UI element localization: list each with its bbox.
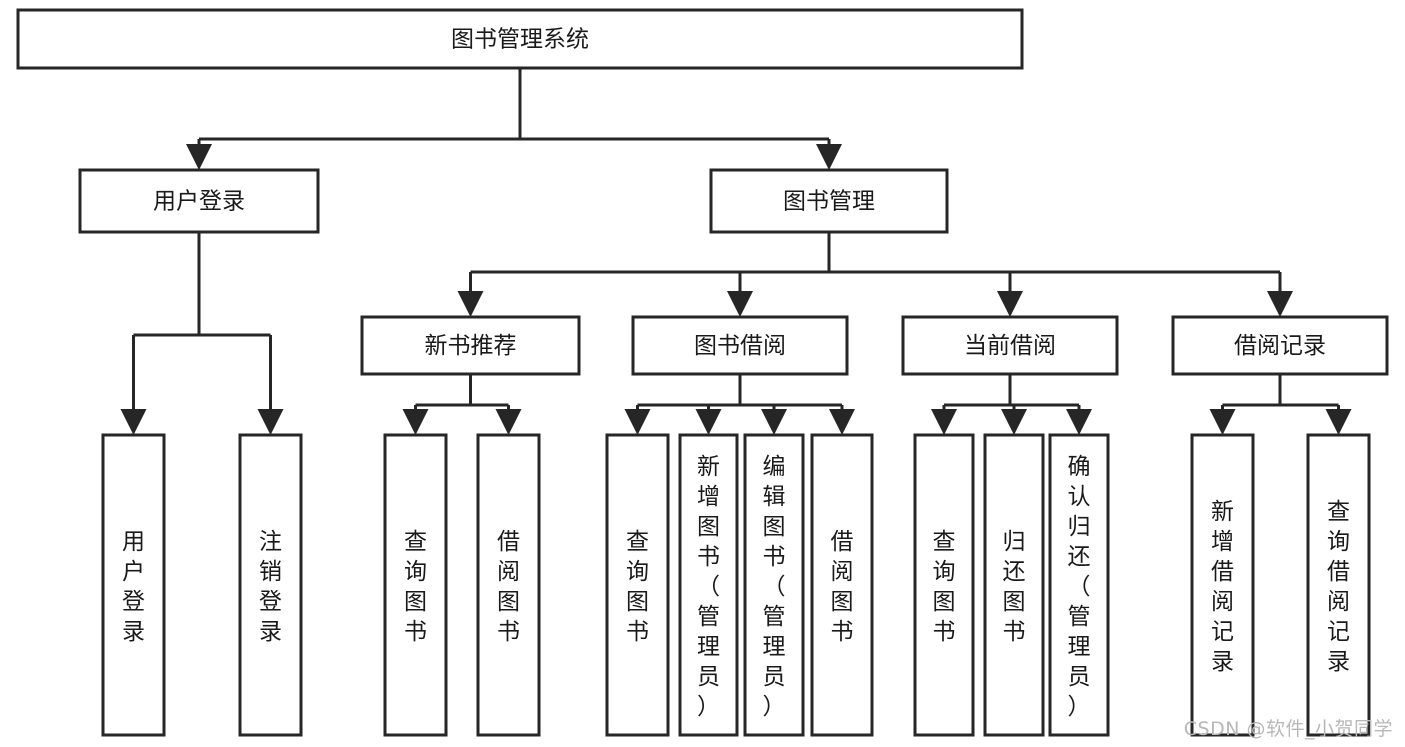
node-label-leaf-add-book: 新增图书（管理员） bbox=[697, 454, 720, 720]
node-leaf-query-book-2[interactable]: 查询图书 bbox=[605, 433, 670, 737]
node-leaf-query-book-1[interactable]: 查询图书 bbox=[383, 433, 448, 737]
node-label-leaf-query-book-1: 查询图书 bbox=[404, 529, 427, 645]
arrow-head-icon bbox=[402, 409, 429, 435]
connectors-layer bbox=[120, 68, 1352, 435]
node-box-leaf-add-record bbox=[1190, 433, 1255, 737]
node-label-leaf-confirm-return: 确认归还（管理员） bbox=[1068, 454, 1091, 720]
node-label-leaf-add-record: 新增借阅记录 bbox=[1211, 499, 1234, 675]
arrow-head-icon bbox=[457, 291, 484, 317]
arrow-head-icon bbox=[495, 409, 522, 435]
node-box-records bbox=[1171, 315, 1389, 376]
node-leaf-edit-book[interactable]: 编辑图书（管理员） bbox=[743, 433, 805, 737]
edge-group-bookmgmt bbox=[457, 232, 1293, 317]
arrow-head-icon bbox=[1001, 409, 1027, 435]
node-leaf-confirm-return[interactable]: 确认归还（管理员） bbox=[1048, 433, 1110, 737]
node-box-leaf-edit-book bbox=[743, 433, 805, 737]
arrow-head-icon bbox=[1066, 409, 1092, 435]
node-label-leaf-borrow-book-1: 借阅图书 bbox=[497, 529, 520, 645]
node-leaf-borrow-book-1[interactable]: 借阅图书 bbox=[476, 433, 541, 737]
node-box-borrow bbox=[631, 315, 849, 376]
arrow-head-icon bbox=[761, 409, 787, 435]
edge-group-current bbox=[931, 374, 1092, 435]
node-label-leaf-edit-book: 编辑图书（管理员） bbox=[763, 454, 786, 720]
node-box-login bbox=[78, 168, 320, 234]
node-label-leaf-logout: 注销登录 bbox=[259, 529, 282, 645]
node-box-leaf-confirm-return bbox=[1048, 433, 1110, 737]
node-box-leaf-query-book-2 bbox=[605, 433, 670, 737]
node-bookmgmt[interactable]: 图书管理 bbox=[709, 168, 949, 234]
arrow-head-icon bbox=[727, 291, 753, 317]
node-label-leaf-query-record: 查询借阅记录 bbox=[1327, 499, 1350, 675]
node-leaf-borrow-book-2[interactable]: 借阅图书 bbox=[810, 433, 874, 737]
node-leaf-query-record[interactable]: 查询借阅记录 bbox=[1306, 433, 1371, 737]
node-leaf-logout[interactable]: 注销登录 bbox=[238, 433, 303, 737]
edge-group-newbook bbox=[402, 374, 522, 435]
arrow-head-icon bbox=[120, 409, 147, 435]
arrow-head-icon bbox=[1267, 291, 1293, 317]
node-box-leaf-query-book-1 bbox=[383, 433, 448, 737]
node-box-newbook bbox=[360, 315, 581, 376]
node-borrow[interactable]: 图书借阅 bbox=[631, 315, 849, 376]
node-label-borrow: 图书借阅 bbox=[694, 333, 786, 359]
node-leaf-user-login[interactable]: 用户登录 bbox=[101, 433, 166, 737]
node-label-leaf-user-login: 用户登录 bbox=[122, 529, 145, 645]
edge-group-records bbox=[1209, 374, 1352, 435]
node-leaf-return-book[interactable]: 归还图书 bbox=[983, 433, 1045, 737]
node-label-login: 用户登录 bbox=[153, 189, 245, 215]
edge-group-borrow bbox=[624, 374, 855, 435]
node-box-root bbox=[16, 8, 1024, 70]
arrow-head-icon bbox=[695, 409, 722, 435]
arrow-head-icon bbox=[1209, 409, 1236, 435]
node-label-bookmgmt: 图书管理 bbox=[783, 189, 875, 215]
node-leaf-add-book[interactable]: 新增图书（管理员） bbox=[678, 433, 739, 737]
node-box-leaf-logout bbox=[238, 433, 303, 737]
node-box-leaf-query-book-3 bbox=[913, 433, 975, 737]
node-records[interactable]: 借阅记录 bbox=[1171, 315, 1389, 376]
node-leaf-add-record[interactable]: 新增借阅记录 bbox=[1190, 433, 1255, 737]
node-box-leaf-return-book bbox=[983, 433, 1045, 737]
node-box-bookmgmt bbox=[709, 168, 949, 234]
node-newbook[interactable]: 新书推荐 bbox=[360, 315, 581, 376]
nodes-layer: 图书管理系统用户登录图书管理新书推荐图书借阅当前借阅借阅记录用户登录注销登录查询… bbox=[16, 8, 1389, 737]
arrow-head-icon bbox=[186, 144, 212, 170]
node-box-leaf-borrow-book-2 bbox=[810, 433, 874, 737]
node-root[interactable]: 图书管理系统 bbox=[16, 8, 1024, 70]
arrow-head-icon bbox=[931, 409, 957, 435]
arrow-head-icon bbox=[816, 144, 842, 170]
node-box-leaf-user-login bbox=[101, 433, 166, 737]
node-box-leaf-borrow-book-1 bbox=[476, 433, 541, 737]
edge-group-login bbox=[120, 232, 284, 435]
node-label-newbook: 新书推荐 bbox=[425, 333, 517, 359]
node-label-root: 图书管理系统 bbox=[451, 27, 589, 53]
node-box-current bbox=[901, 315, 1119, 376]
arrow-head-icon bbox=[624, 409, 651, 435]
node-label-records: 借阅记录 bbox=[1234, 333, 1326, 359]
arrow-head-icon bbox=[997, 291, 1023, 317]
node-label-leaf-borrow-book-2: 借阅图书 bbox=[831, 529, 854, 645]
node-label-leaf-query-book-3: 查询图书 bbox=[933, 529, 956, 645]
node-leaf-query-book-3[interactable]: 查询图书 bbox=[913, 433, 975, 737]
edge-group-root bbox=[186, 68, 842, 170]
node-box-leaf-add-book bbox=[678, 433, 739, 737]
arrow-head-icon bbox=[829, 409, 855, 435]
node-login[interactable]: 用户登录 bbox=[78, 168, 320, 234]
node-label-leaf-return-book: 归还图书 bbox=[1003, 529, 1026, 645]
node-current[interactable]: 当前借阅 bbox=[901, 315, 1119, 376]
node-box-leaf-query-record bbox=[1306, 433, 1371, 737]
arrow-head-icon bbox=[257, 409, 284, 435]
node-label-leaf-query-book-2: 查询图书 bbox=[626, 529, 649, 645]
arrow-head-icon bbox=[1325, 409, 1352, 435]
node-label-current: 当前借阅 bbox=[964, 333, 1056, 359]
